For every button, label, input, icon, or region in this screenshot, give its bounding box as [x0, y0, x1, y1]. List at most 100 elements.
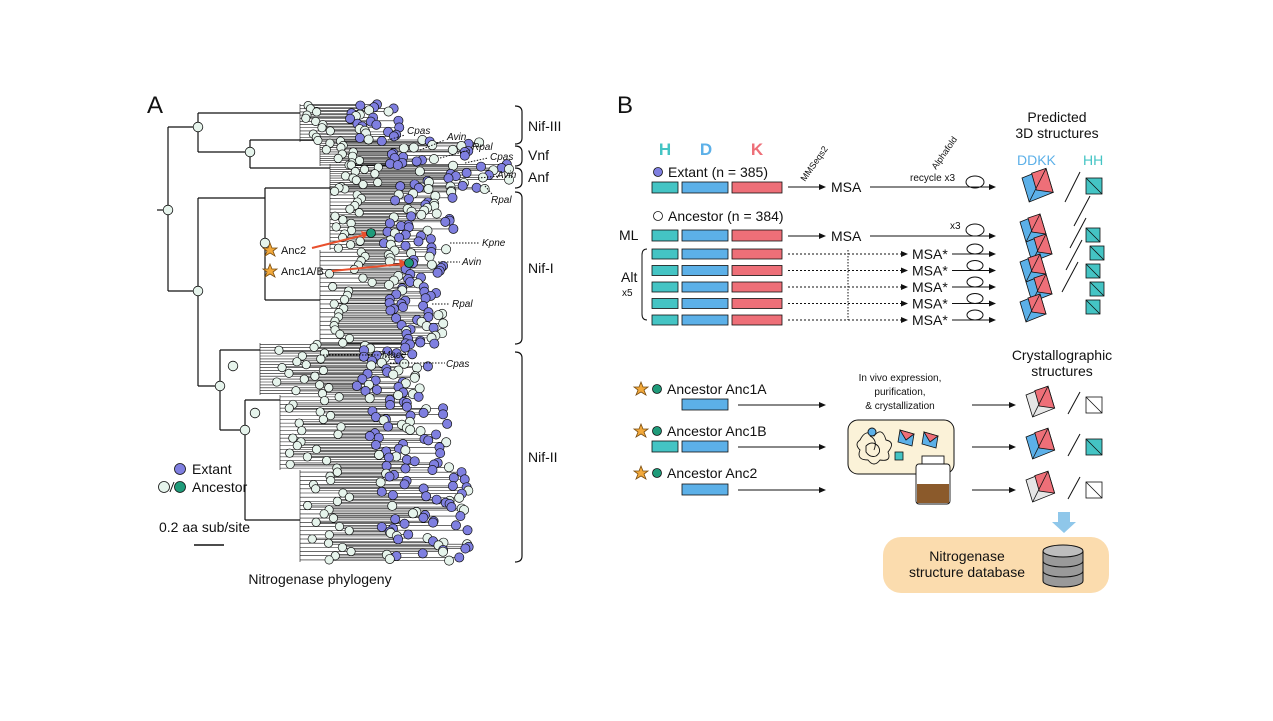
crystal-title-2: structures: [1031, 363, 1092, 379]
msa-star: MSA*: [912, 263, 948, 279]
arrowhead-icon: [1009, 487, 1016, 493]
extant-node: [394, 232, 405, 243]
ancestor-node: [411, 362, 422, 373]
ancestor-node: [311, 484, 321, 494]
ancestor-node: [338, 488, 348, 498]
ancestor-node: [358, 180, 368, 190]
species-leaders: [320, 134, 501, 364]
seq-k-bar: [731, 265, 783, 276]
ancestor-node: [346, 160, 356, 170]
scale-label: 0.2 aa sub/site: [159, 519, 250, 535]
panel-a-caption: Nitrogenase phylogeny: [248, 571, 391, 587]
ancestor-node: [310, 371, 320, 381]
structure-edge: [1085, 177, 1103, 195]
slash-divider: [1067, 476, 1081, 500]
tree-branch: [338, 314, 439, 317]
ancestor-node: [312, 107, 322, 117]
ancestor-node: [354, 208, 364, 218]
ancestor-node: [315, 380, 325, 390]
extant-node: [393, 534, 404, 545]
ancestor-node: [388, 369, 399, 380]
down-arrow-icon: [1052, 512, 1076, 533]
seq-d-bar: [681, 314, 729, 326]
hh-structure-icon: [1085, 177, 1103, 195]
extant-node: [387, 490, 398, 501]
ancestor-node: [284, 403, 294, 413]
ancestor-node: [324, 269, 334, 279]
extant-node: [461, 167, 472, 178]
ancestor-node: [330, 551, 340, 561]
ancestor-node: [346, 240, 356, 250]
mmseqs-label: MMSeqs2: [798, 144, 829, 183]
crystal-icons: [894, 429, 939, 461]
ancestor-node: [317, 123, 327, 133]
ancestor-node: [416, 209, 427, 220]
msa-star: MSA*: [912, 296, 948, 312]
anc2-node: [366, 228, 376, 238]
seq-h-bar: [651, 229, 679, 242]
ancestor-node: [366, 360, 377, 371]
hh-label: HH: [1083, 152, 1103, 168]
msa-star: MSA*: [912, 246, 948, 262]
legend-extant-dot: [174, 463, 186, 475]
database-icon: [1042, 544, 1084, 588]
ancestor-node: [438, 546, 448, 557]
extant-node: [400, 463, 411, 474]
extant-node: [384, 218, 395, 229]
ancestor-node: [162, 204, 174, 216]
ancestor-node: [438, 318, 449, 329]
tree-branch: [316, 111, 352, 114]
seq-d-bar: [681, 265, 729, 276]
seq-d-bar: [681, 298, 729, 309]
species-cpas-3: Cpas: [446, 359, 469, 370]
anc1ab-label: Anc1A/B: [281, 266, 324, 278]
x3-label: x3: [950, 221, 961, 232]
crystal-title-1: Crystallographic: [1012, 347, 1112, 363]
recycle-label: recycle x3: [910, 173, 955, 184]
ancestor-node: [444, 462, 454, 473]
msa-star: MSA*: [912, 312, 948, 328]
ancestor-node: [244, 146, 256, 158]
extant-node: [400, 342, 411, 353]
extant-dot: [653, 167, 663, 177]
seq-d-bar: [681, 398, 729, 411]
ancestor-node: [311, 444, 322, 454]
extant-node: [418, 300, 429, 311]
tree-branch: [339, 334, 436, 337]
anc-dot: [652, 468, 662, 478]
clade-brackets: [514, 105, 523, 563]
extant-node: [476, 161, 486, 172]
arrowhead-icon: [989, 284, 996, 290]
expression-line-2: purification,: [874, 387, 925, 398]
ancestor-node: [333, 153, 343, 163]
structure-edge: [1085, 299, 1101, 315]
ancestor-node: [333, 429, 343, 439]
extant-node: [421, 491, 432, 502]
ancestor-node: [363, 134, 374, 145]
tree-branch: [302, 356, 364, 358]
panel-b: B H D K Extant (n = 385) MMSeqs2 MSA Alp…: [617, 92, 1112, 593]
tree-branch: [353, 269, 440, 272]
slash-divider: [1069, 217, 1087, 249]
crystal-structures: [1025, 385, 1103, 503]
extant-node: [435, 448, 446, 459]
ancestor-node: [329, 299, 339, 309]
hh-structure-icon: [1085, 438, 1103, 456]
extant-node: [415, 337, 426, 348]
extant-node: [411, 156, 422, 167]
seq-h-bar: [651, 314, 679, 326]
ancestor-node: [326, 411, 336, 421]
msa-extant: MSA: [831, 179, 862, 195]
extant-node: [390, 195, 401, 206]
ancestor-node: [373, 177, 383, 187]
ancestor-node: [274, 345, 284, 355]
ancestor-node: [408, 508, 418, 519]
extant-node: [448, 223, 459, 234]
ancestor-node: [400, 445, 411, 456]
vial-icon: [915, 455, 951, 505]
recycle-icon: [965, 175, 985, 189]
structure-edge: [1025, 213, 1041, 243]
extant-node: [376, 486, 387, 497]
tree-branch: [339, 525, 456, 527]
arrowhead-icon: [989, 184, 996, 190]
